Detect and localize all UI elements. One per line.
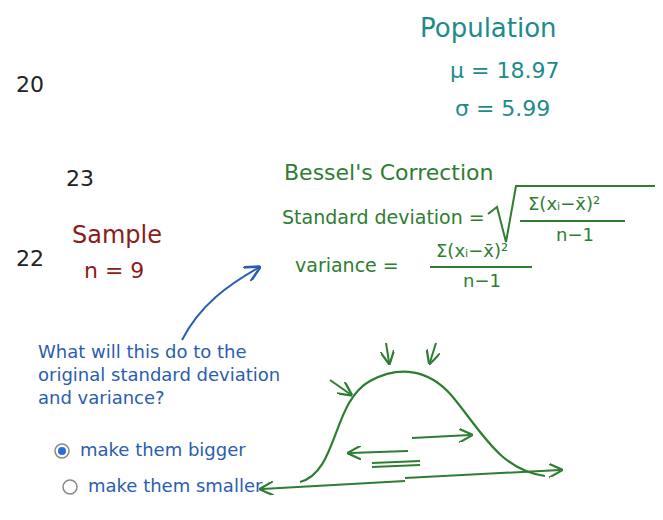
sample-heading: Sample (72, 222, 162, 250)
formula-numerator: Σ(xᵢ−x̄)² (436, 241, 508, 262)
formula-numerator: Σ(xᵢ−x̄)² (528, 194, 600, 215)
population-mean: μ = 18.97 (450, 58, 559, 83)
fraction-bar (430, 266, 532, 268)
formula-heading: Bessel's Correction (284, 160, 494, 185)
answer-option: make them smaller (88, 476, 262, 497)
bell-curve (300, 372, 545, 482)
radio-empty (63, 480, 77, 494)
population-sd: σ = 5.99 (455, 96, 550, 121)
formula-label: variance = (295, 255, 399, 277)
radio-dot (58, 447, 66, 455)
formula-denominator: n−1 (463, 271, 501, 292)
spread-arrow (405, 470, 560, 478)
population-heading: Population (420, 14, 557, 44)
spread-arrow (412, 435, 470, 438)
data-value: 20 (16, 72, 44, 97)
spread-line (372, 461, 420, 463)
squeeze-arrow (386, 343, 389, 362)
answer-option: make them bigger (80, 440, 246, 461)
formula-label: Standard deviation = (282, 207, 485, 229)
spread-arrow (350, 451, 408, 453)
data-value: 23 (66, 166, 94, 191)
squeeze-arrow (430, 343, 436, 362)
spread-line (372, 465, 420, 467)
sample-size: n = 9 (84, 258, 144, 283)
question-text: What will this do to the original standa… (38, 340, 293, 409)
squeeze-arrow (330, 380, 350, 394)
pointer-arrow (182, 268, 258, 340)
data-value: 22 (16, 246, 44, 271)
spread-arrow (262, 481, 405, 489)
formula-denominator: n−1 (556, 225, 594, 246)
fraction-bar (520, 220, 625, 222)
radio-selected (55, 444, 69, 458)
